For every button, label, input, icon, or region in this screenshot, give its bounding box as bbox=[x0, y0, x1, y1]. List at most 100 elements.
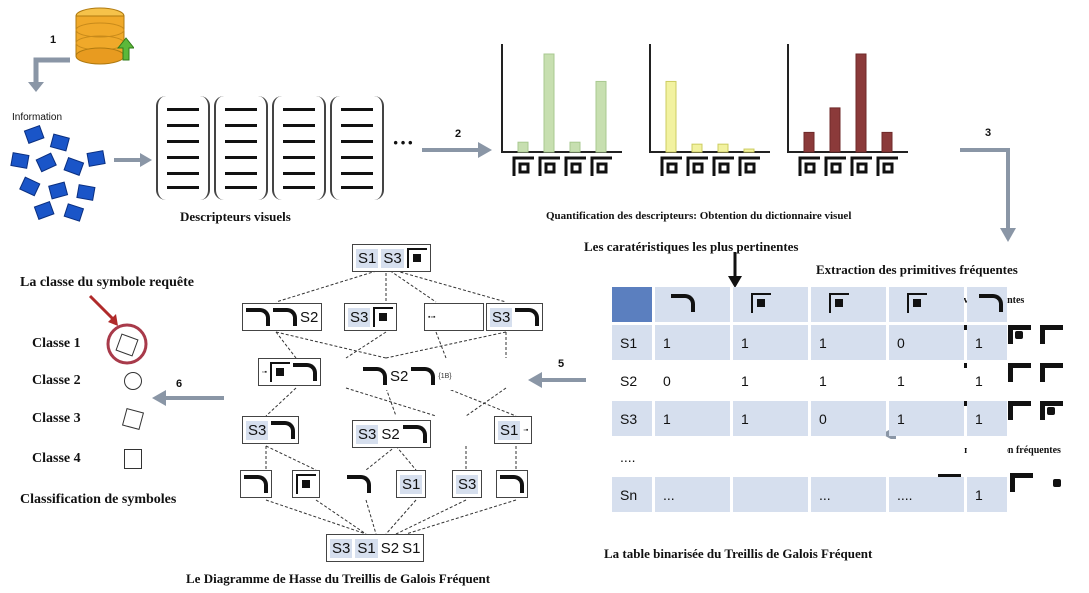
hasse-set-label: S2 bbox=[390, 367, 409, 385]
hasse-node bbox=[240, 470, 272, 498]
hasse-caption: Le Diagramme de Hasse du Treillis de Gal… bbox=[186, 571, 491, 586]
class-symbol-icon bbox=[121, 407, 145, 431]
hasse-symbol-icon bbox=[273, 308, 297, 326]
visual-word-icon bbox=[590, 156, 612, 176]
histogram-bar bbox=[595, 80, 607, 153]
table-cell: 1 bbox=[967, 363, 1007, 398]
binary-table: S1 1 1 1 0 1 S2 0 1 1 1 1 S3 1 1 0 1 1 .… bbox=[609, 284, 1010, 515]
table-cell: 0 bbox=[811, 401, 886, 436]
primitive-symbol bbox=[1044, 470, 1070, 492]
hasse-symbol-icon bbox=[296, 474, 316, 494]
hasse-set-label: S1 bbox=[402, 539, 421, 557]
table-cell: 1 bbox=[889, 401, 964, 436]
table-cell: 0 bbox=[655, 363, 730, 398]
primitive-symbol bbox=[1006, 322, 1032, 344]
histogram-bar bbox=[829, 107, 841, 153]
table-cell: 1 bbox=[733, 363, 808, 398]
class-symbol-icon bbox=[124, 449, 142, 469]
table-cell: ... bbox=[811, 477, 886, 512]
histogram-bar bbox=[717, 143, 729, 153]
table-cell bbox=[889, 439, 964, 474]
histogram-bar bbox=[543, 53, 555, 153]
hasse-node: S1 ▫▪ bbox=[494, 416, 533, 444]
histogram-axis bbox=[649, 44, 770, 153]
table-header-symbol bbox=[967, 287, 1007, 322]
visual-word-icon bbox=[798, 156, 820, 176]
primitive-symbol bbox=[1006, 360, 1032, 382]
class-label: Classe 3 bbox=[32, 411, 81, 426]
visual-word-icon bbox=[712, 156, 734, 176]
class-symbol-icon bbox=[124, 372, 142, 390]
hasse-node-bottom: S3 S1 S2 S1 bbox=[326, 534, 425, 562]
hasse-node bbox=[496, 470, 528, 498]
information-puzzle-icon bbox=[10, 124, 106, 222]
visual-word-icon bbox=[876, 156, 898, 176]
hasse-symbol-icon bbox=[406, 248, 427, 268]
hasse-symbol-icon: ▫▪ bbox=[262, 368, 267, 376]
hasse-node: ▪▫▪ bbox=[424, 303, 484, 331]
query-arrow-icon bbox=[88, 294, 118, 326]
step-3-label: 3 bbox=[985, 127, 992, 139]
table-cell: .... bbox=[889, 477, 964, 512]
visual-dictionary-histograms bbox=[501, 44, 908, 176]
table-cell: S1 bbox=[612, 325, 652, 360]
hasse-symbol-icon bbox=[515, 308, 540, 326]
table-cell: 1 bbox=[811, 325, 886, 360]
hasse-node: S3 bbox=[486, 303, 544, 331]
histogram bbox=[501, 44, 622, 176]
hasse-node: S3 S2 bbox=[352, 420, 431, 448]
table-cell: 1 bbox=[655, 401, 730, 436]
hasse-symbol-icon bbox=[363, 367, 387, 385]
visual-word-icon bbox=[564, 156, 586, 176]
hasse-node: S2 {1B} bbox=[360, 362, 455, 390]
histogram-axis bbox=[501, 44, 622, 153]
descriptor-ellipsis: ··· bbox=[392, 130, 415, 155]
histogram-bar bbox=[569, 141, 581, 153]
histogram-bar bbox=[743, 148, 755, 153]
pertinent-column-arrow bbox=[728, 252, 742, 288]
table-cell: ... bbox=[655, 477, 730, 512]
hasse-set-label: S3 bbox=[356, 424, 379, 444]
table-corner-cell bbox=[612, 287, 652, 322]
table-cell: 1 bbox=[967, 477, 1007, 512]
table-cell bbox=[733, 439, 808, 474]
histogram-bar bbox=[803, 131, 815, 153]
descriptor-panel bbox=[156, 96, 210, 200]
visual-word-icon bbox=[850, 156, 872, 176]
table-header-symbol bbox=[655, 287, 730, 322]
hasse-set-label: S3 bbox=[330, 538, 353, 558]
hasse-node: ▫▪ bbox=[258, 358, 321, 386]
hasse-set-label: S2 bbox=[380, 539, 400, 557]
pertinentes-caption: Les caratéristiques les plus pertinentes bbox=[584, 239, 799, 254]
hasse-node-top: S1 S3 bbox=[352, 244, 431, 272]
table-cell: S3 bbox=[612, 401, 652, 436]
step-3-arrow bbox=[960, 148, 1016, 242]
table-cell bbox=[967, 439, 1007, 474]
hasse-set-label: S3 bbox=[246, 420, 269, 440]
selected-class-highlight bbox=[106, 323, 148, 365]
hasse-set-label: S1 bbox=[498, 420, 521, 440]
visual-word-icon bbox=[538, 156, 560, 176]
table-header-row bbox=[612, 287, 1007, 322]
histogram-axis bbox=[787, 44, 908, 153]
descriptor-panel bbox=[330, 96, 384, 200]
table-row: S1 1 1 1 0 1 bbox=[612, 325, 1007, 360]
hasse-symbol-icon bbox=[373, 307, 394, 327]
primitive-symbol bbox=[1006, 398, 1032, 420]
hasse-symbol-icon bbox=[292, 363, 317, 381]
descriptor-panel bbox=[272, 96, 326, 200]
hasse-set-label: S2 bbox=[381, 425, 400, 443]
table-cell: 0 bbox=[889, 325, 964, 360]
table-cell: 1 bbox=[811, 363, 886, 398]
hasse-symbol-icon: ▫▪ bbox=[523, 426, 529, 434]
hasse-node bbox=[344, 470, 374, 498]
table-cell: 1 bbox=[655, 325, 730, 360]
histogram-bar bbox=[691, 143, 703, 153]
primitive-symbol bbox=[1038, 322, 1064, 344]
hasse-symbol-icon: ▪▫▪ bbox=[428, 313, 436, 321]
table-row: Sn ... ... .... 1 bbox=[612, 477, 1007, 512]
primitive-symbol bbox=[1038, 360, 1064, 382]
table-row: S3 1 1 0 1 1 bbox=[612, 401, 1007, 436]
hasse-symbol-icon bbox=[244, 475, 268, 493]
primitive-symbol bbox=[1008, 470, 1034, 492]
